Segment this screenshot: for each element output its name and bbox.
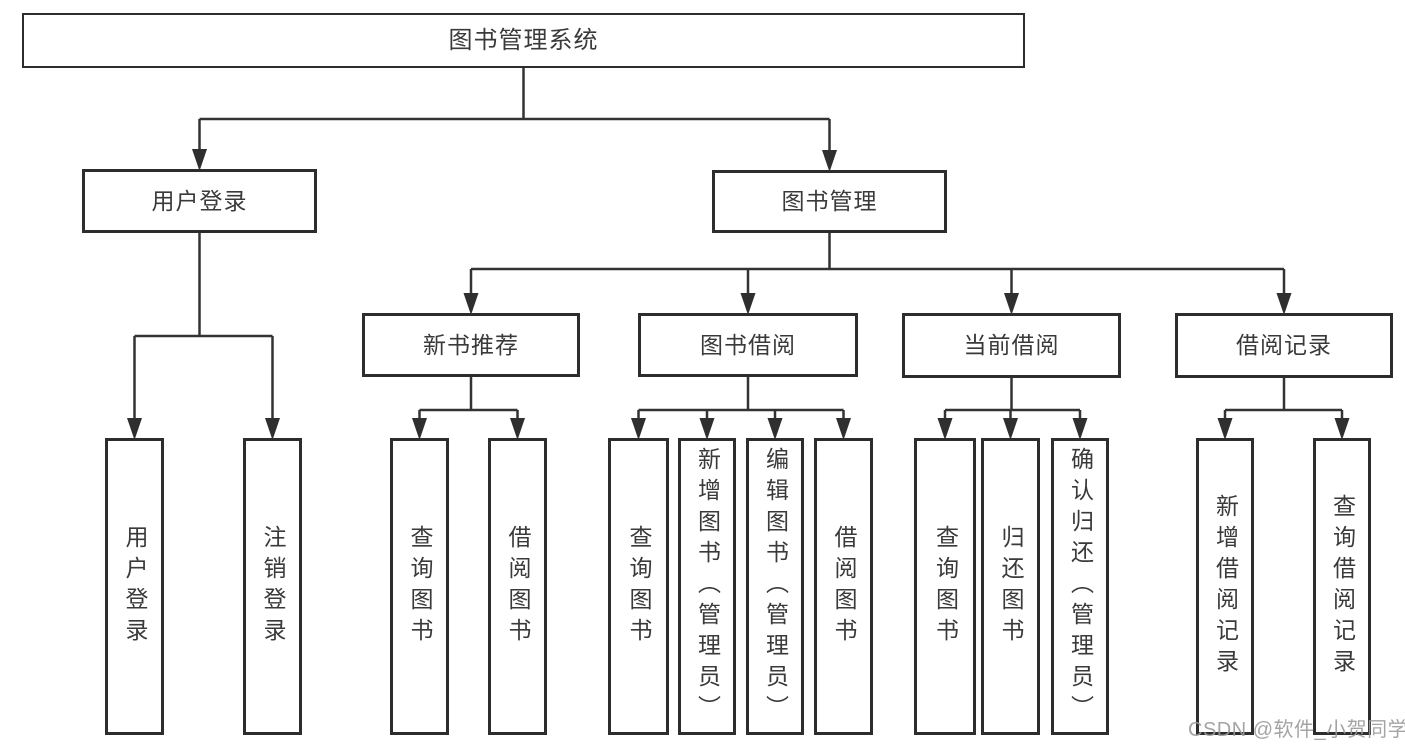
node-leaf-query-book-borrow-label: 查询图书 xyxy=(626,524,652,649)
node-borrowing-records: 借阅记录 xyxy=(1175,313,1393,378)
node-leaf-confirm-return-admin-label: 确认归还（管理员） xyxy=(1067,447,1094,726)
node-leaf-return-book-label: 归还图书 xyxy=(998,524,1024,649)
node-leaf-edit-book-admin-label: 编辑图书（管理员） xyxy=(762,447,789,726)
node-leaf-edit-book-admin: 编辑图书（管理员） xyxy=(746,438,804,735)
node-leaf-query-book-current-label: 查询图书 xyxy=(932,524,959,649)
node-user-login-label: 用户登录 xyxy=(151,187,248,214)
node-leaf-borrow-book-recommend-label: 借阅图书 xyxy=(505,524,531,649)
node-leaf-confirm-return-admin: 确认归还（管理员） xyxy=(1051,438,1109,735)
node-leaf-query-book-current: 查询图书 xyxy=(914,438,976,735)
node-current-borrowing-label: 当前借阅 xyxy=(963,332,1060,358)
node-root-label: 图书管理系统 xyxy=(448,26,599,54)
node-book-management-label: 图书管理 xyxy=(781,188,878,214)
node-user-login: 用户登录 xyxy=(82,169,317,233)
node-leaf-add-borrow-record-label: 新增借阅记录 xyxy=(1212,493,1239,680)
node-leaf-logout: 注销登录 xyxy=(243,438,302,735)
node-book-management: 图书管理 xyxy=(712,170,947,233)
node-leaf-query-book-recommend-label: 查询图书 xyxy=(407,524,433,649)
node-new-book-recommend-label: 新书推荐 xyxy=(423,331,519,358)
node-leaf-borrow-book-label: 借阅图书 xyxy=(831,524,857,649)
node-leaf-add-borrow-record: 新增借阅记录 xyxy=(1196,438,1254,735)
node-new-book-recommend: 新书推荐 xyxy=(362,313,580,377)
node-leaf-query-book-borrow: 查询图书 xyxy=(608,438,669,735)
node-leaf-user-login-label: 用户登录 xyxy=(122,524,148,649)
node-leaf-borrow-book-recommend: 借阅图书 xyxy=(488,438,547,735)
node-borrowing-records-label: 借阅记录 xyxy=(1236,332,1332,358)
node-leaf-borrow-book: 借阅图书 xyxy=(814,438,873,735)
node-root: 图书管理系统 xyxy=(22,13,1025,68)
node-book-borrowing: 图书借阅 xyxy=(638,313,858,377)
node-leaf-query-borrow-record: 查询借阅记录 xyxy=(1313,438,1371,735)
node-leaf-add-book-admin-label: 新增图书（管理员） xyxy=(694,447,721,726)
node-current-borrowing: 当前借阅 xyxy=(902,313,1121,378)
node-leaf-return-book: 归还图书 xyxy=(981,438,1040,735)
node-leaf-query-book-recommend: 查询图书 xyxy=(390,438,449,735)
csdn-watermark: CSDN @软件_小贺同学 xyxy=(1188,719,1405,741)
node-leaf-user-login: 用户登录 xyxy=(105,438,164,735)
node-leaf-query-borrow-record-label: 查询借阅记录 xyxy=(1329,493,1356,680)
node-book-borrowing-label: 图书借阅 xyxy=(700,331,796,358)
node-leaf-add-book-admin: 新增图书（管理员） xyxy=(678,438,736,735)
node-leaf-logout-label: 注销登录 xyxy=(260,524,286,649)
